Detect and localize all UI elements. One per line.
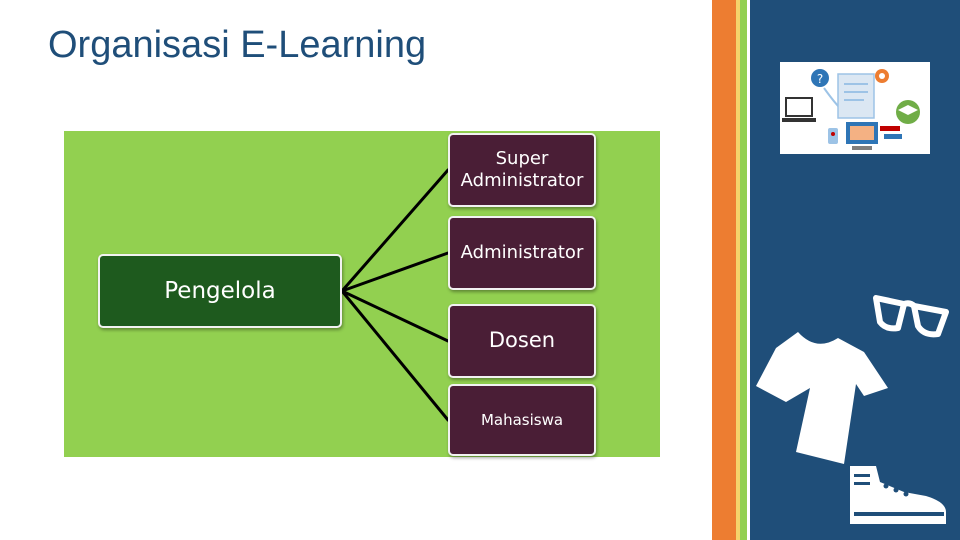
node-pengelola: Pengelola (98, 254, 342, 328)
sneaker-icon (846, 462, 950, 528)
node-super-administrator: Super Administrator (448, 133, 596, 207)
svg-text:?: ? (817, 72, 823, 86)
connector-mahasiswa (342, 291, 448, 420)
node-dosen: Dosen (448, 304, 596, 378)
accent-stripe-orange (712, 0, 736, 540)
connector-dosen (342, 291, 448, 341)
tshirt-icon (752, 330, 892, 470)
accent-stripe-green (740, 0, 747, 540)
e-learning-illustration-icon: ? (780, 62, 930, 154)
node-mahasiswa: Mahasiswa (448, 384, 596, 456)
node-administrator: Administrator (448, 216, 596, 290)
